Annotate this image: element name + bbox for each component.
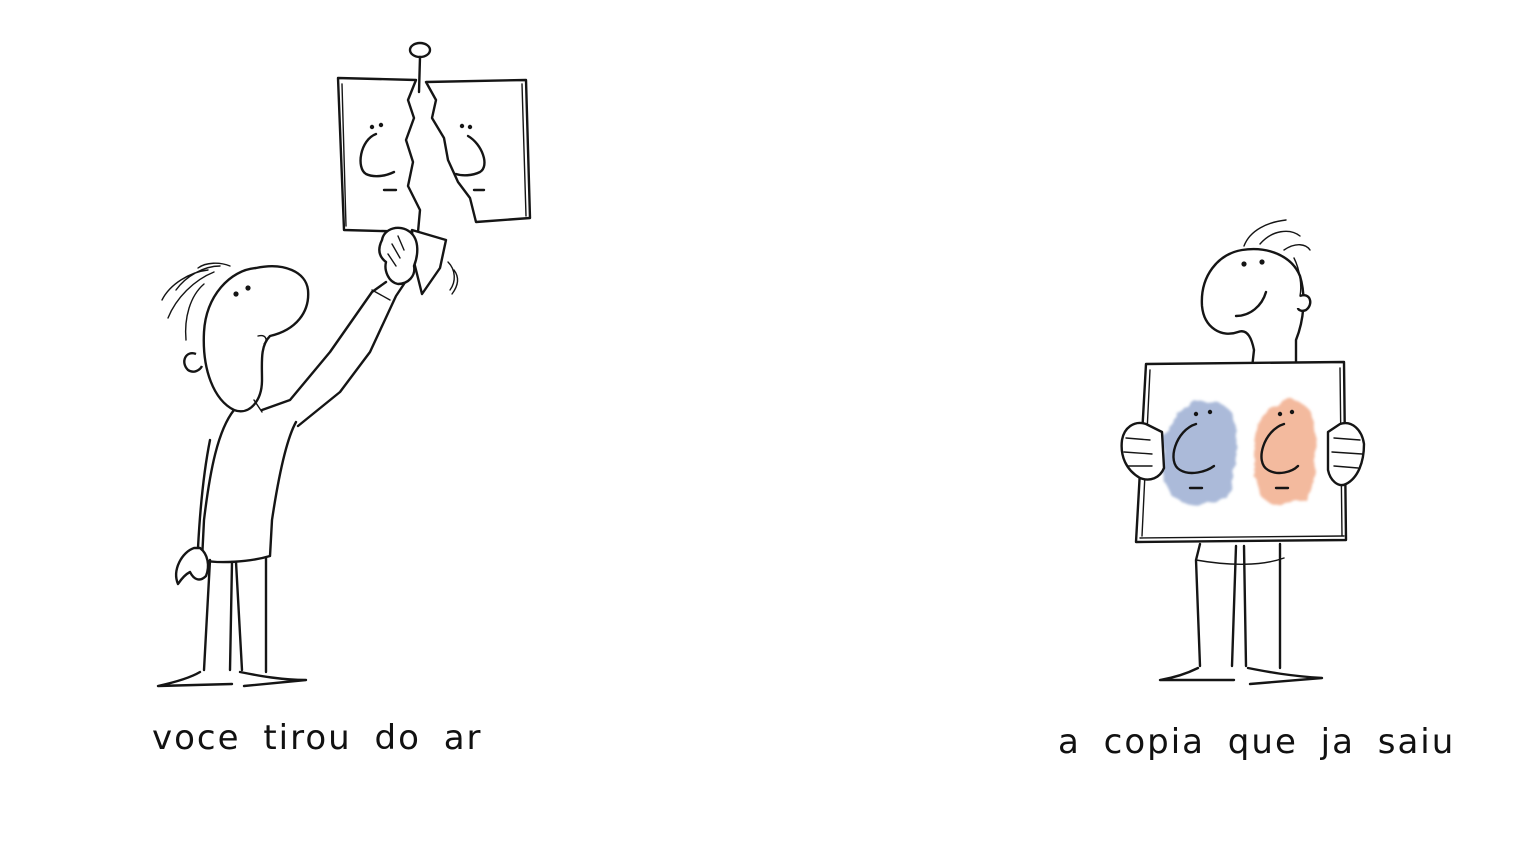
right-person-feet [1158, 666, 1324, 686]
torn-poster-left-half [336, 76, 422, 234]
left-person-torso [200, 408, 298, 564]
left-person-head [161, 262, 310, 413]
blue-face-copy [1162, 400, 1237, 505]
right-panel [1120, 219, 1366, 686]
left-person-hand [175, 546, 210, 586]
caption-left: voce tirou do ar [152, 718, 483, 758]
right-person-head [1200, 219, 1312, 370]
raised-arm [260, 280, 406, 428]
right-person-left-hand [1120, 421, 1166, 481]
torn-poster-right-half [424, 78, 532, 224]
left-person-feet [156, 670, 308, 688]
orange-face-copy [1254, 399, 1316, 506]
left-person-legs [202, 556, 268, 674]
caption-right: a copia que ja saiu [1058, 722, 1456, 762]
pin-icon [408, 41, 432, 94]
torn-scrap [410, 228, 448, 296]
motion-lines [447, 261, 459, 295]
left-panel [156, 41, 532, 688]
